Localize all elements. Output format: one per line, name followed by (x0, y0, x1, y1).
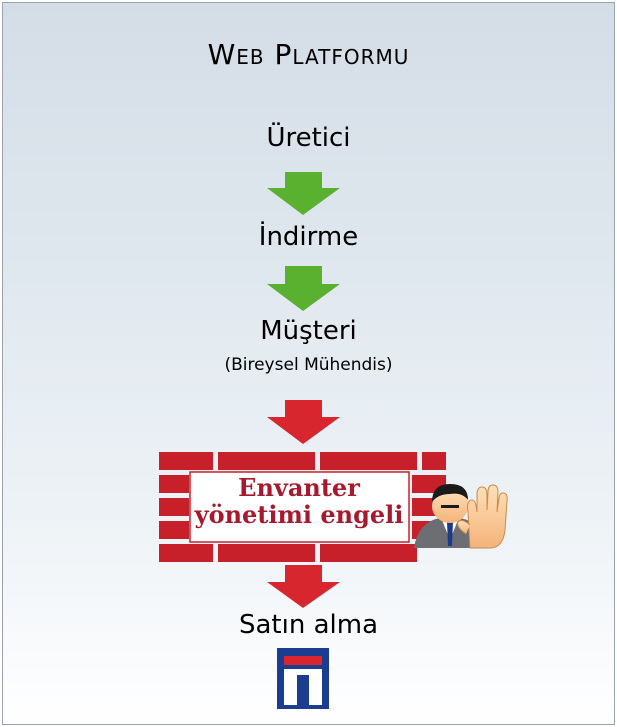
barrier-label-line1: Envanter (238, 473, 360, 502)
green-down-arrow (267, 172, 340, 215)
t-logo-icon (277, 648, 329, 709)
step-customer-subtitle: (Bireysel Mühendis) (224, 355, 393, 375)
step-download: İndirme (258, 222, 359, 252)
green-down-arrow (267, 266, 340, 311)
red-down-arrow (267, 400, 340, 444)
brick-wall (159, 452, 446, 562)
barrier-label: Envanter yönetimi engeli (184, 474, 414, 528)
blocking-person-icon (414, 484, 508, 549)
barrier-label-line2: yönetimi engeli (194, 500, 404, 529)
step-customer: Müşteri (260, 316, 357, 346)
red-down-arrow (267, 565, 340, 608)
step-producer: Üretici (266, 123, 351, 153)
barrier-label-box (189, 471, 410, 543)
diagram-title: Web Platformu (207, 38, 410, 71)
step-purchase: Satın alma (238, 610, 378, 640)
